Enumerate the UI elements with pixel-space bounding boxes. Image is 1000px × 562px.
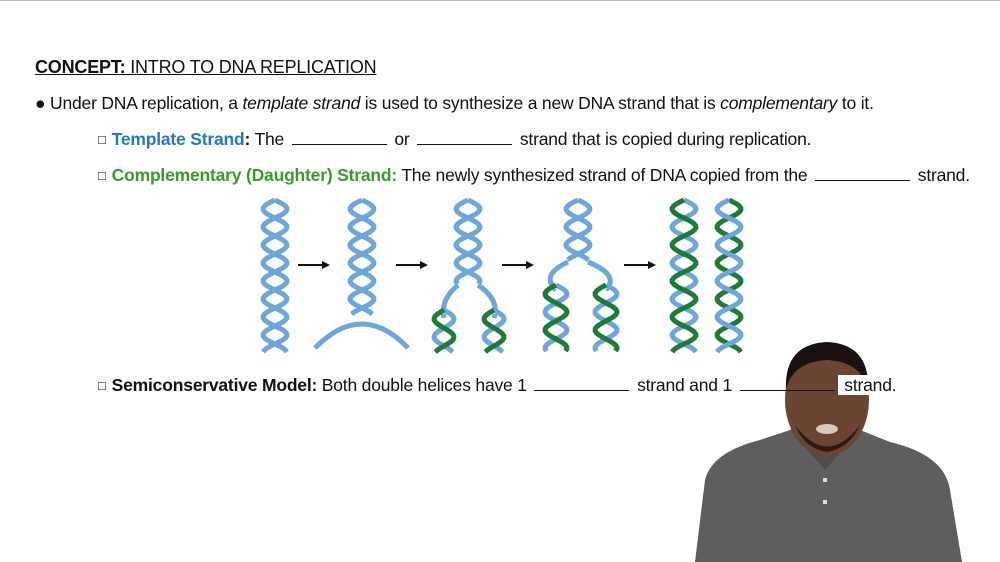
blank — [534, 376, 630, 391]
strand — [481, 307, 507, 354]
strand — [563, 197, 593, 263]
text: The — [250, 129, 289, 149]
arrow-head-icon — [322, 261, 330, 269]
emphasis: complementary — [720, 93, 838, 113]
text: Both double helices have 1 — [317, 375, 532, 395]
bullet-intro: ● Under DNA replication, a template stra… — [35, 93, 874, 114]
text: strand. — [913, 165, 970, 185]
checkbox-icon: □ — [98, 168, 106, 183]
page-title: CONCEPT: INTRO TO DNA REPLICATION — [35, 57, 377, 78]
text: strand that is copied during replication… — [515, 129, 812, 149]
item-complementary-strand: □ Complementary (Daughter) Strand: The ne… — [98, 165, 970, 186]
bullet-marker: ● — [35, 93, 46, 113]
presenter-hair — [785, 342, 869, 390]
presenter-beard — [795, 425, 860, 452]
arrow-head-icon — [648, 261, 656, 269]
term: Complementary (Daughter) Strand: — [111, 165, 398, 185]
item-template-strand: □ Template Strand: The or strand that is … — [98, 129, 811, 150]
title-text: INTRO TO DNA REPLICATION — [125, 57, 377, 77]
top-border — [0, 0, 1000, 1]
strand — [563, 197, 593, 263]
strand — [260, 197, 290, 354]
text: or — [389, 129, 415, 149]
strand — [431, 307, 457, 354]
text: is used to synthesize a new DNA strand t… — [360, 93, 721, 113]
arrow-head-icon — [526, 261, 534, 269]
checkbox-icon: □ — [98, 132, 106, 147]
strand — [453, 197, 483, 286]
item-semiconservative: □ Semiconservative Model: Both double hel… — [98, 375, 899, 396]
blank — [417, 130, 513, 145]
shirt-button — [823, 500, 827, 504]
strand — [592, 282, 620, 353]
blank — [815, 166, 911, 181]
text: strand. — [837, 375, 899, 395]
strand — [542, 282, 570, 353]
blank — [291, 130, 387, 145]
strand — [347, 197, 377, 317]
unwound-strand — [440, 282, 498, 319]
text: strand and 1 — [632, 375, 737, 395]
emphasis: template strand — [242, 93, 361, 113]
colon: : — [244, 129, 251, 149]
strand — [714, 197, 744, 354]
term: Semiconservative Model: — [111, 375, 318, 395]
strand — [669, 197, 699, 354]
text: Under DNA replication, a — [50, 93, 243, 113]
presenter-mouth — [816, 424, 838, 434]
text: to it. — [837, 93, 874, 113]
shirt-button — [823, 478, 827, 482]
text: The newly synthesized strand of DNA copi… — [396, 165, 813, 185]
presenter-shirt — [695, 430, 962, 562]
term: Template Strand — [111, 129, 245, 149]
strand — [453, 197, 483, 286]
checkbox-icon: □ — [98, 378, 106, 393]
unwound-strand — [313, 321, 410, 350]
arrow-head-icon — [420, 261, 428, 269]
presenter-head — [785, 344, 869, 456]
blank — [739, 376, 835, 391]
title-prefix: CONCEPT: — [35, 57, 126, 77]
